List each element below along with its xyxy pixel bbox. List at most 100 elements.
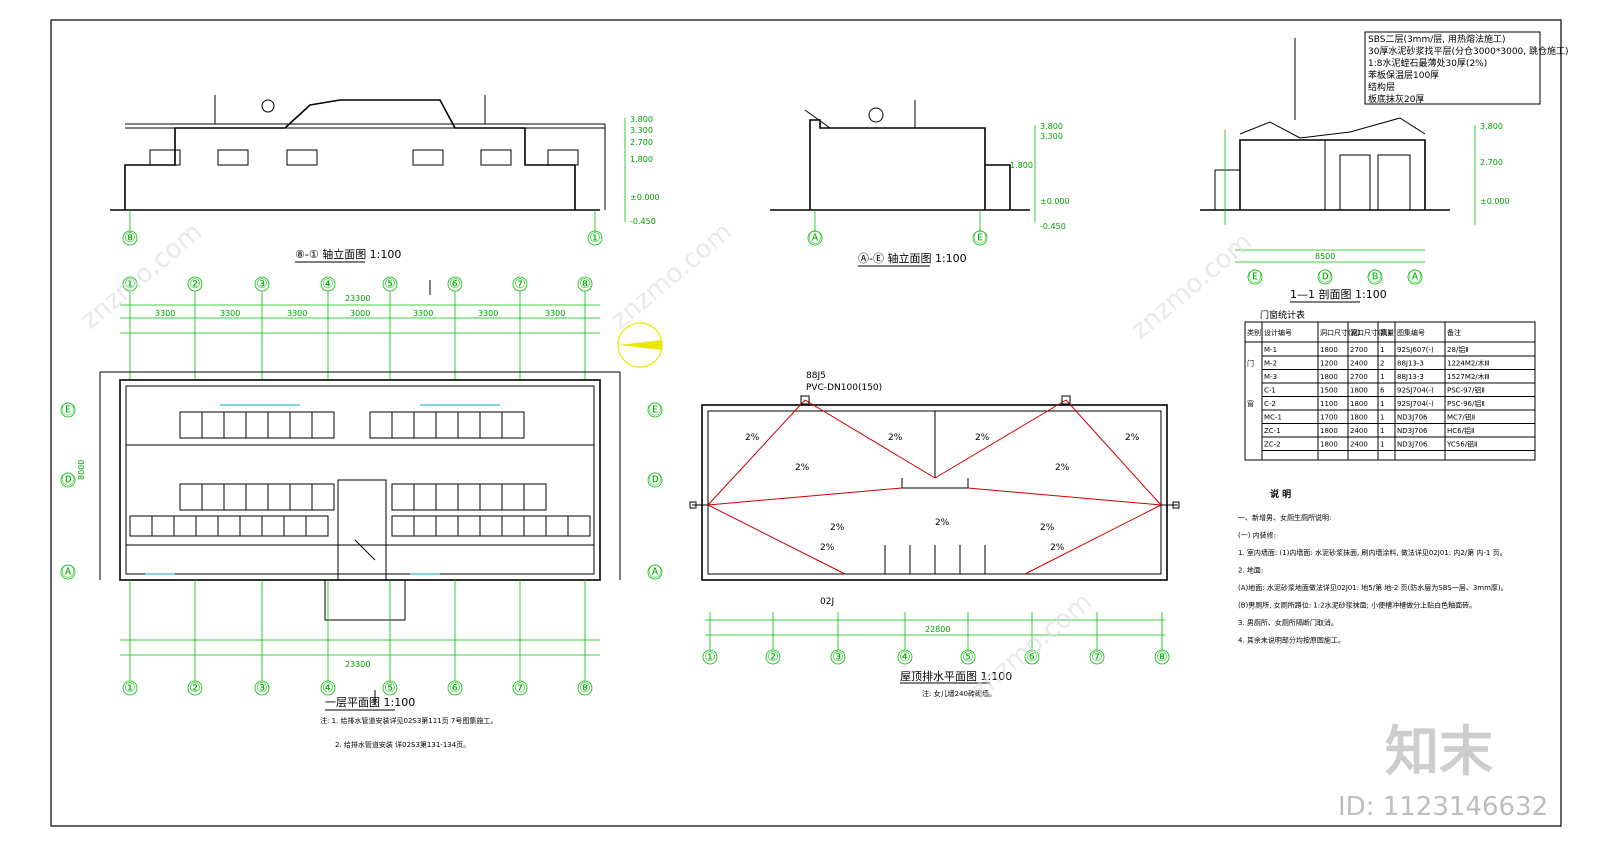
table-header-cell: 图集编号: [1397, 328, 1425, 337]
section-1-1: SBS二层(3mm/层, 用热熔法施工) 30厚水泥砂浆找平层(分仓3000*3…: [1200, 31, 1569, 303]
table-cell: 1: [1380, 400, 1384, 408]
section-total-dim: 8500: [1315, 252, 1335, 261]
grid-a-label: Ⓐ: [808, 231, 821, 246]
table-header-cell: 洞口尺寸(宽): [1320, 328, 1361, 337]
table-cell: ND3J706: [1397, 441, 1428, 449]
level-1800: 1.800: [630, 155, 653, 164]
table-cell: 88J13-3: [1397, 373, 1424, 381]
plan-grid-label: ⑧: [579, 681, 591, 696]
roof-grid-bubble: [897, 649, 913, 665]
door-table-title: 门窗统计表: [1260, 309, 1305, 321]
roof-layer-1: SBS二层(3mm/层, 用热熔法施工): [1368, 33, 1505, 45]
plan-bay-6: 3300: [478, 309, 498, 318]
plan-grid-label: ⑥: [449, 277, 461, 292]
roof-layer-3: 1:8水泥蛭石最薄处30厚(2%): [1368, 57, 1487, 69]
watermark-brand: 知末: [1385, 720, 1493, 783]
elevation-a-e: Ⓐ Ⓔ 3.800 3.300 1.800 ±0.000 -0.450 Ⓐ-Ⓔ …: [770, 100, 1070, 267]
roof-slope-labels: 2%2%2%2%2%2%2%2%2%2%2%: [745, 433, 1140, 553]
table-header-cell: 类别: [1247, 328, 1261, 337]
roof-grid-bubble: [830, 649, 846, 665]
roof-slope-label: 2%: [888, 433, 903, 443]
section-title: 1—1 剖面图 1:100: [1290, 287, 1387, 301]
table-header-cell: 洞口尺寸(高): [1350, 328, 1391, 337]
table-cell: 1: [1380, 414, 1384, 422]
plan-grid-label: ①: [124, 681, 136, 696]
table-cell: ND3J706: [1397, 414, 1428, 422]
table-cell: 门: [1247, 359, 1254, 368]
section-level-3800: 3.800: [1480, 122, 1503, 131]
table-cell: 1800: [1320, 427, 1338, 435]
stall: [567, 515, 591, 537]
drain-label-88j5: 88J5: [806, 371, 826, 381]
plan-grid-label: ③: [256, 277, 268, 292]
section-grid-d: Ⓓ: [1318, 270, 1331, 285]
roof-grid-label: ③: [832, 650, 844, 665]
table-cell: 1800: [1320, 346, 1338, 354]
floor-plan-title: 一层平面图 1:100: [325, 696, 415, 709]
roof-total-dim: 22800: [925, 625, 950, 634]
table-cell: 1800: [1350, 387, 1368, 395]
section-level-0000: ±0.000: [1480, 197, 1510, 206]
roof-grid-bubble: [765, 649, 781, 665]
roof-layer-5: 结构层: [1368, 81, 1395, 93]
table-cell: C-1: [1264, 387, 1276, 395]
notes-line: 1. 室内墙面: (1)内墙面: 水泥砂浆抹面, 刷内墙涂料, 做法详见02J0…: [1238, 548, 1507, 557]
roof-layer-4: 苯板保温层100厚: [1368, 69, 1439, 81]
level-0000: ±0.000: [630, 193, 660, 202]
table-cell: ZC-1: [1264, 427, 1281, 435]
notes-lines: 一、新增男、女厕生厕所说明:(一) 内装修:1. 室内墙面: (1)内墙面: 水…: [1238, 513, 1508, 645]
roof-grid-label: ④: [899, 650, 911, 665]
plan-grid-bubble: [647, 564, 663, 580]
table-cell: 1: [1380, 346, 1384, 354]
level-minus-0450: -0.450: [630, 217, 656, 226]
plan-depth-dim: 8000: [77, 460, 86, 480]
table-cell: MC-1: [1264, 414, 1282, 422]
roof-slope-label: 2%: [1050, 543, 1065, 553]
plan-grid-label: ②: [189, 277, 201, 292]
table-cell: 窗: [1247, 399, 1254, 408]
plan-grid-label: Ⓓ: [648, 473, 661, 488]
level-3800: 3.800: [630, 115, 653, 124]
plan-grid-label: ④: [322, 681, 334, 696]
stall: [305, 515, 329, 537]
plan-grid-bubble: [60, 564, 76, 580]
roof-grid-bubble: [960, 649, 976, 665]
table-cell: 6: [1380, 387, 1385, 395]
stall-rows: [126, 411, 594, 546]
plan-grid-bubble: [60, 402, 76, 418]
roof-slope-label: 2%: [745, 433, 760, 443]
plan-total-dim-top: 23300: [345, 294, 370, 303]
roof-grid-label: ①: [704, 650, 716, 665]
plan-bay-1: 3300: [155, 309, 175, 318]
stall: [523, 483, 547, 511]
section-grid-e: Ⓔ: [1248, 270, 1261, 285]
notes-line: 3. 男厕所、女厕所隔断门取消。: [1238, 618, 1338, 627]
plan-grid-label: ②: [189, 681, 201, 696]
ae-level-minus-0450: -0.450: [1040, 222, 1066, 231]
plan-bay-3: 3300: [287, 309, 307, 318]
plan-grid-label: ⑦: [514, 681, 526, 696]
roof-grid-label: ⑦: [1091, 650, 1103, 665]
section-grid-b: Ⓑ: [1368, 270, 1381, 285]
plan-grid-label: ③: [256, 681, 268, 696]
table-cell: 1200: [1320, 360, 1338, 368]
floor-plan: 23300 3300 3300 3300 3000 3300 3300 3300…: [60, 276, 663, 749]
plan-grid-label: ⑧: [579, 277, 591, 292]
plan-grid-label: ①: [124, 277, 136, 292]
section-level-2700: 2.700: [1480, 158, 1503, 167]
roof-pipes: [884, 545, 986, 574]
plan-bay-5: 3300: [413, 309, 433, 318]
roof-grid-bubble: [702, 649, 718, 665]
plan-grid-bubble: [647, 402, 663, 418]
plan-grid-label: ⑤: [384, 277, 396, 292]
ae-level-3800: 3.800: [1040, 122, 1063, 131]
roof-grid-label: ②: [767, 650, 779, 665]
ae-level-0000: ±0.000: [1040, 197, 1070, 206]
table-cell: 1: [1380, 441, 1384, 449]
stall: [501, 411, 525, 439]
